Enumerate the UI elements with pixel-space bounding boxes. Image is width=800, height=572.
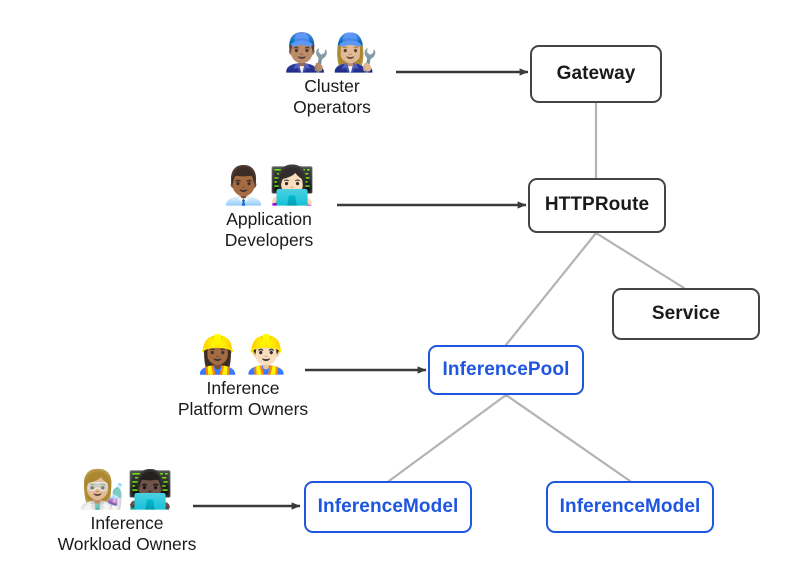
edge-httproute-service	[594, 231, 686, 290]
cluster-operators-label-line-1: Cluster	[304, 76, 360, 96]
cluster-operators-label: Cluster Operators	[293, 76, 371, 117]
node-gateway[interactable]: Gateway	[530, 45, 662, 103]
node-inferencepool-label: InferencePool	[442, 358, 570, 380]
node-httproute[interactable]: HTTPRoute	[528, 178, 666, 233]
node-inferencemodel-left[interactable]: InferenceModel	[304, 481, 472, 533]
node-inferencemodel-left-label: InferenceModel	[317, 495, 459, 517]
inference-platform-owners-label: Inference Platform Owners	[178, 378, 308, 419]
inference-workload-owners-emoji-pair: 👩🏼‍🔬👨🏿‍💻	[78, 467, 176, 511]
persona-inference-platform-owners: 👷🏾‍♀️👷🏻‍♂️ Inference Platform Owners	[155, 332, 331, 419]
persona-inference-workload-owners: 👩🏼‍🔬👨🏿‍💻 Inference Workload Owners	[37, 467, 217, 554]
node-inferencemodel-right[interactable]: InferenceModel	[546, 481, 714, 533]
node-service[interactable]: Service	[612, 288, 760, 340]
inference-platform-owners-label-line-2: Platform Owners	[177, 398, 309, 419]
node-gateway-label: Gateway	[556, 62, 636, 84]
inference-workload-owners-label-line-1: Inference	[90, 513, 164, 533]
inference-platform-owners-label-line-1: Inference	[206, 378, 280, 398]
application-developers-label-line-1: Application	[226, 209, 312, 229]
node-inferencemodel-right-label: InferenceModel	[559, 495, 701, 517]
node-service-label: Service	[651, 302, 721, 324]
node-httproute-label: HTTPRoute	[544, 194, 650, 216]
inference-workload-owners-label-line-2: Workload Owners	[57, 533, 197, 554]
application-developers-label-line-2: Developers	[224, 229, 314, 250]
inference-platform-owners-emoji-pair: 👷🏾‍♀️👷🏻‍♂️	[194, 332, 292, 376]
inference-workload-owners-label: Inference Workload Owners	[58, 513, 197, 554]
persona-cluster-operators: 👨🏽‍🔧👩🏼‍🔧 Cluster Operators	[256, 30, 408, 117]
application-developers-emoji-pair: 👨🏾‍💼👩🏻‍💻	[220, 163, 318, 207]
node-inferencepool[interactable]: InferencePool	[428, 345, 584, 395]
cluster-operators-label-line-2: Operators	[293, 96, 371, 117]
edge-httproute-inferencepool	[504, 231, 598, 347]
application-developers-label: Application Developers	[225, 209, 314, 250]
edge-inferencepool-model-left	[387, 393, 508, 483]
edge-inferencepool-model-right	[504, 393, 632, 483]
cluster-operators-emoji-pair: 👨🏽‍🔧👩🏼‍🔧	[283, 30, 381, 74]
persona-application-developers: 👨🏾‍💼👩🏻‍💻 Application Developers	[193, 163, 345, 250]
